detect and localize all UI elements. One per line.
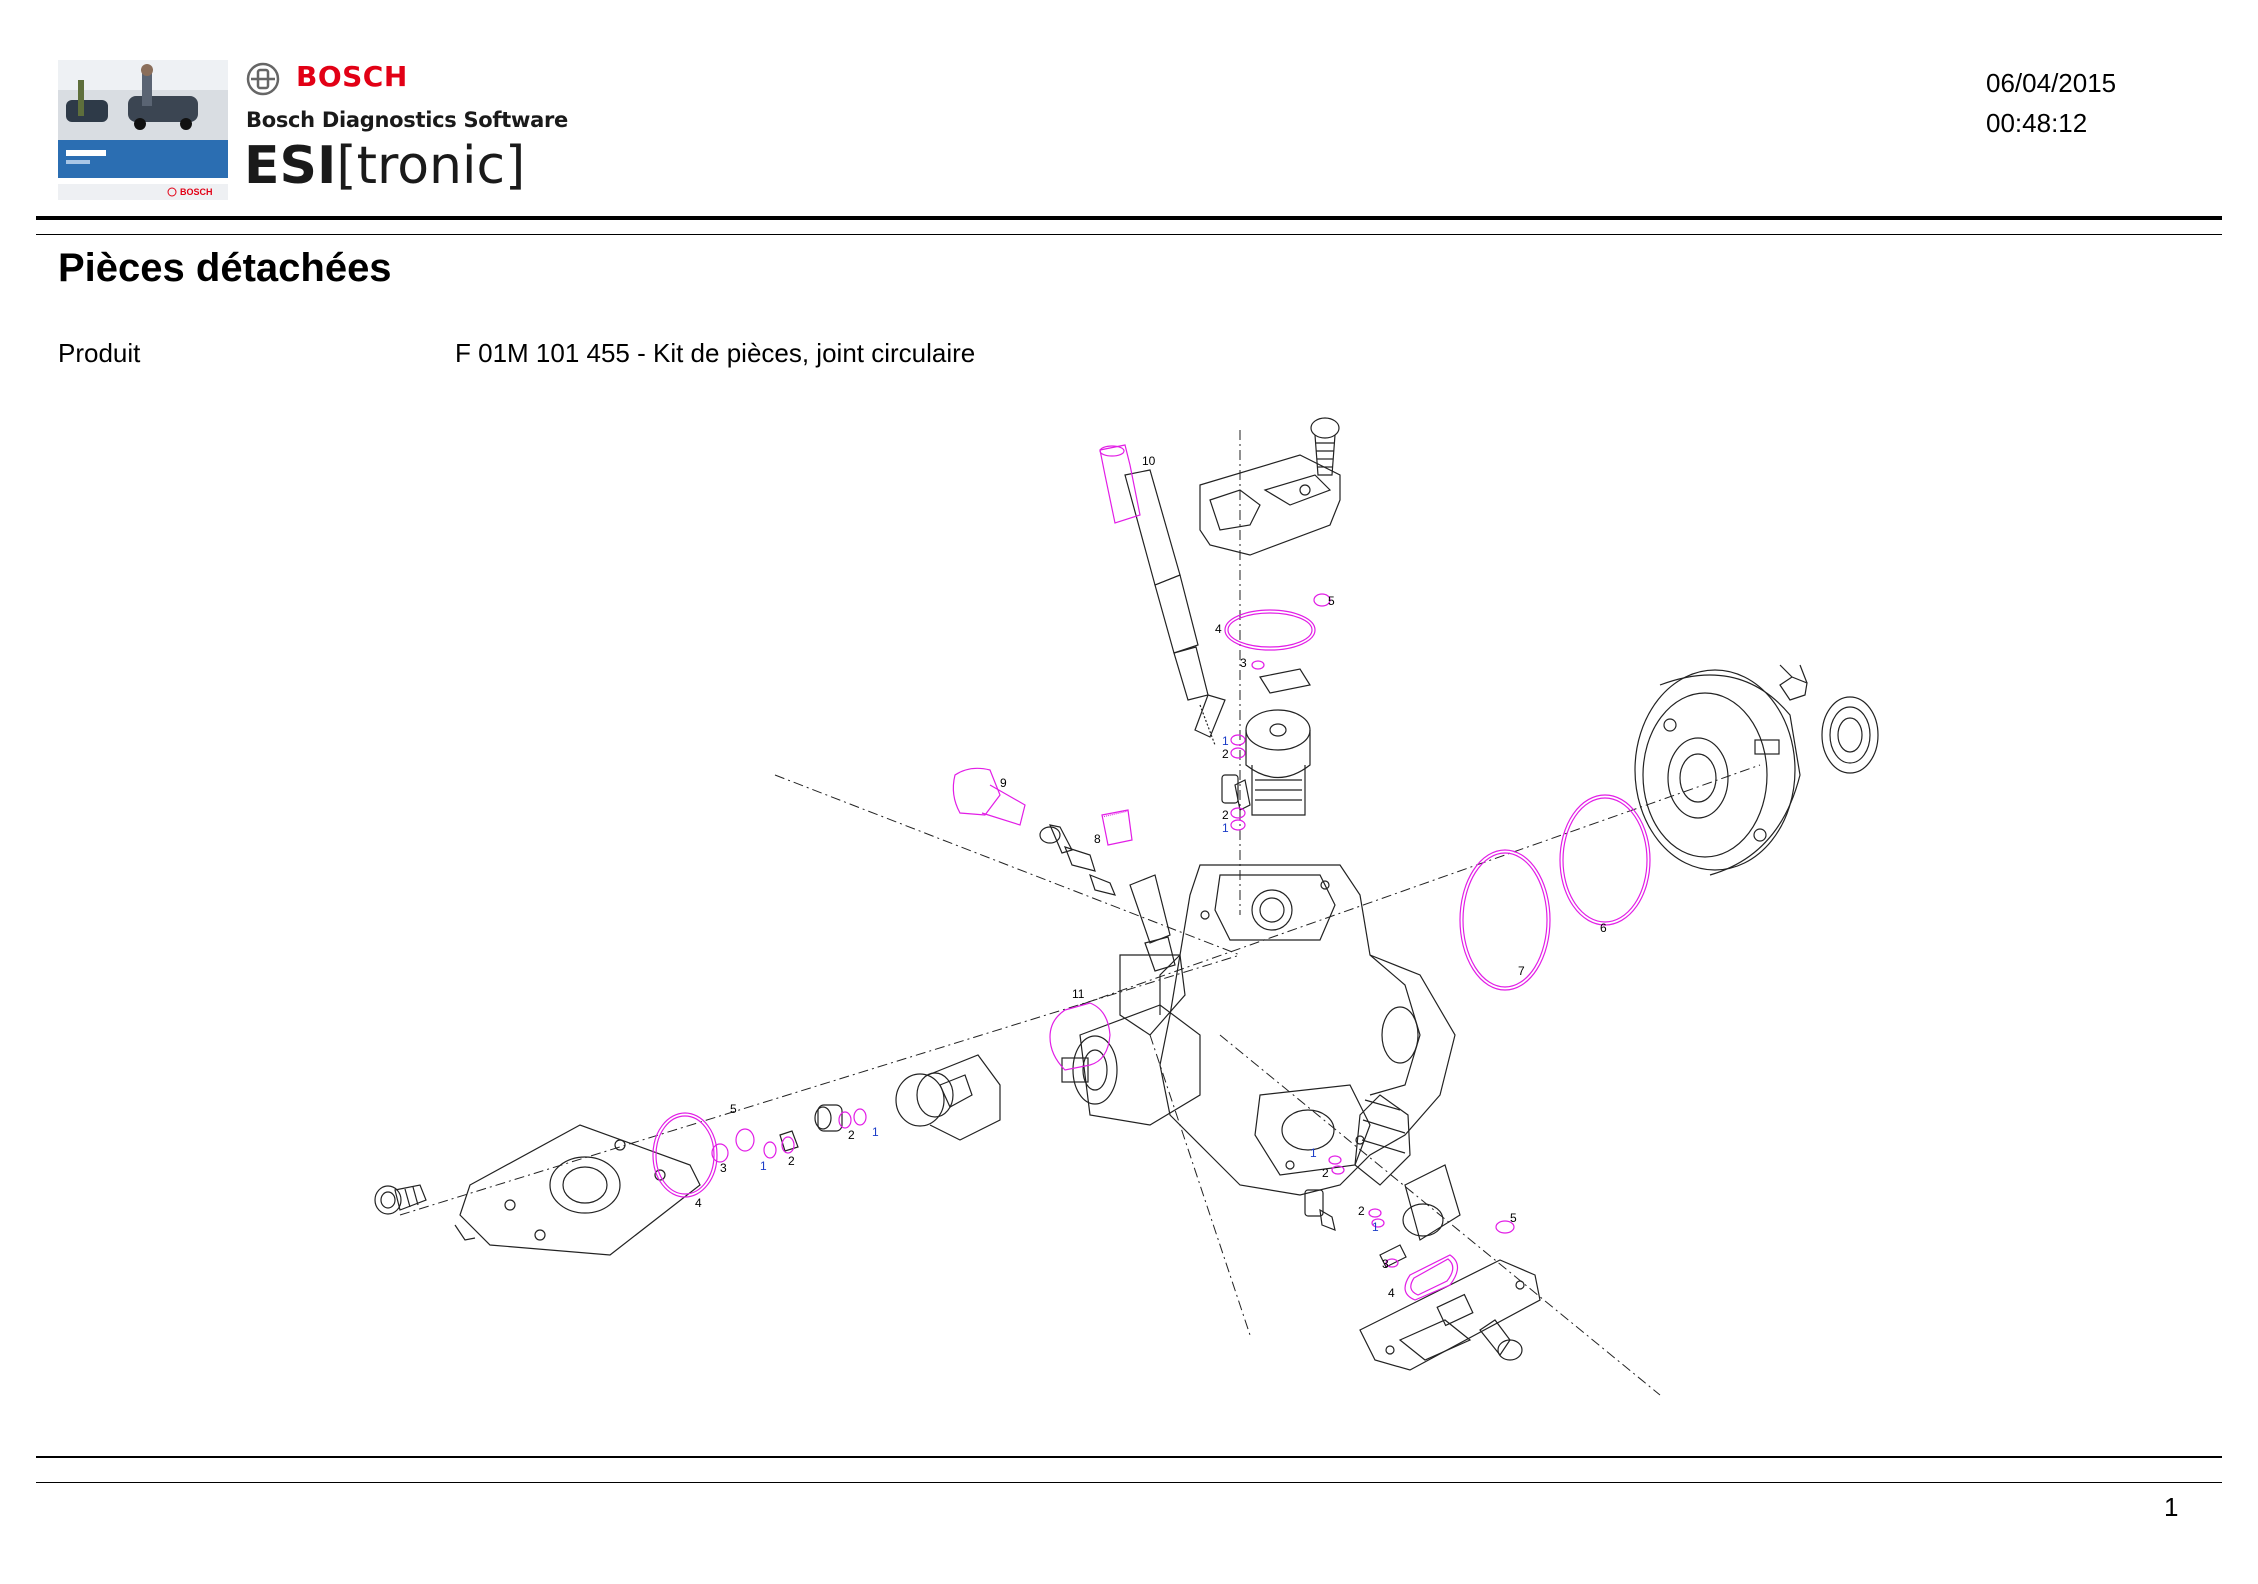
header-logo-image: BOSCH [58,60,228,200]
callout-1-lower2: 1 [1372,1220,1379,1234]
product-name-bold: ESI [244,136,337,196]
callout-4-top: 4 [1215,622,1222,636]
callout-2-mid: 2 [1222,808,1229,822]
footer-divider-thin [36,1482,2222,1483]
callout-7: 7 [1518,964,1525,978]
callout-9: 9 [1000,776,1007,790]
part-4-oring-top [1224,609,1316,651]
top-cover [1199,454,1341,556]
callout-1-left2: 1 [872,1125,879,1139]
callout-2-lower: 2 [1322,1166,1329,1180]
product-label: Produit [58,338,141,368]
top-plunger [1245,668,1311,816]
callout-1-mid: 1 [1222,821,1229,835]
callout-1-top: 1 [1222,734,1229,748]
print-date: 06/04/2015 [1986,68,2117,98]
lower-screw [1479,1319,1523,1361]
top-screw [1310,417,1340,476]
callout-1-left: 1 [760,1159,767,1173]
header-divider-thin [36,234,2222,235]
part-11-bushing [1049,1002,1111,1071]
svg-text:BOSCH: BOSCH [180,187,213,197]
center-valve-body [1221,774,1251,811]
left-screw [374,1184,427,1215]
page-number: 1 [2164,1492,2179,1522]
product-value: F 01M 101 455 - Kit de pièces, joint cir… [455,338,976,368]
callout-5-top: 5 [1328,594,1335,608]
part-4-oring-lower [1404,1254,1459,1301]
callout-11: 11 [1072,987,1085,1001]
pressure-pipe-top [1124,469,1226,746]
print-time: 00:48:12 [1986,108,2088,138]
callout-1-lower: 1 [1310,1146,1317,1160]
pump-housing [1119,864,1456,1196]
part-4-oring-left [652,1112,718,1198]
callout-5-left: 5 [730,1102,737,1116]
flange-screw [1779,664,1808,701]
callout-4-lower: 4 [1388,1286,1395,1300]
header-divider-thick [36,216,2222,220]
callout-3-left: 3 [720,1161,727,1175]
brand-name: BOSCH [296,60,408,93]
callout-3-top: 3 [1240,656,1247,670]
shaft-seal [1821,696,1879,774]
side-solenoid [1061,1004,1201,1126]
part-10-sleeve [1099,444,1141,524]
part-6-oring-large [1559,794,1651,926]
left-inlet-parts [1039,824,1176,972]
part-7-oring-large [1459,849,1551,991]
callout-8: 8 [1094,832,1101,846]
bosch-emblem-icon [246,62,280,96]
callout-10: 10 [1142,454,1156,468]
lower-cover [1359,1259,1541,1371]
drive-flange [1634,669,1801,876]
exploded-parts-diagram: 10 5 4 3 1 2 2 1 9 8 11 6 7 5 3 4 1 2 2 … [360,395,1900,1425]
left-flange [454,1124,701,1256]
software-name: Bosch Diagnostics Software [246,108,568,132]
product-name-rest: [tronic] [336,136,526,196]
callout-6: 6 [1600,921,1607,935]
callout-3-lower: 3 [1382,1257,1389,1271]
part-8-sleeve [1101,809,1133,846]
callout-4-left: 4 [695,1196,702,1210]
callout-2-left2: 2 [848,1128,855,1142]
left-solenoid-cap [779,1054,1001,1152]
callout-2-top: 2 [1222,747,1229,761]
product-name: ESI[tronic] [244,136,525,196]
part-3-oring-lower [1385,1258,1399,1268]
part-5-oring-lower [1495,1220,1515,1234]
part-5-oring-left [735,1128,755,1152]
lower-valve [1304,1189,1336,1231]
callout-5-lower: 5 [1510,1211,1517,1225]
page-title: Pièces détachées [58,246,392,290]
callout-2-lower2: 2 [1358,1204,1365,1218]
callout-2-left: 2 [788,1154,795,1168]
lower-plunger [1354,1094,1461,1268]
esitronic-box-art: BOSCH [58,60,228,200]
part-5-oring-top [1313,593,1331,607]
part-9-cap [952,767,1001,816]
highlighted-kit-parts [652,444,1651,1301]
axis-lines [399,430,1761,1396]
part-3-oring-top [1251,660,1265,670]
footer-divider-thick [36,1456,2222,1458]
